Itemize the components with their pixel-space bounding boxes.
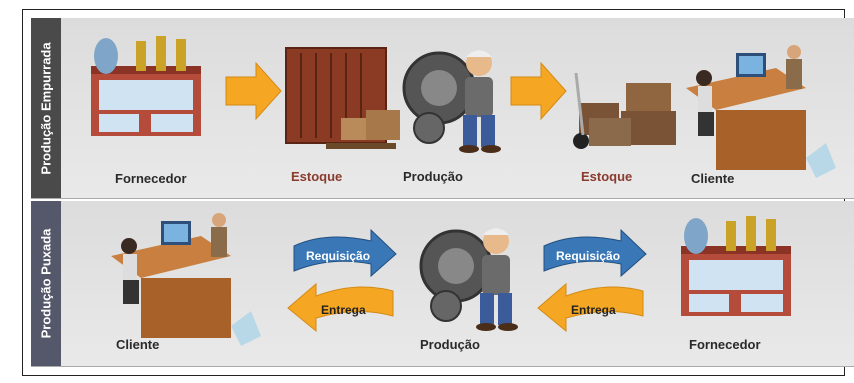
factory-icon xyxy=(681,216,791,316)
request-label-left: Requisição xyxy=(306,249,370,263)
office-desk-icon xyxy=(111,213,261,346)
worker-gear-icon xyxy=(419,226,520,333)
production-label: Produção xyxy=(420,337,480,352)
client-label: Cliente xyxy=(691,171,735,186)
push-production-side-label: Produção Empurrada xyxy=(31,18,61,198)
stock-label-2: Estoque xyxy=(581,169,633,184)
diagram-frame: Produção Empurrada Fornecedor Estoque Pr… xyxy=(22,9,854,376)
pull-production-side-label: Produção Puxada xyxy=(31,201,61,366)
factory-icon xyxy=(91,36,201,136)
supplier-label: Fornecedor xyxy=(115,171,187,186)
worker-gear-icon xyxy=(402,48,503,155)
request-delivery-arrows: Requisição Entrega xyxy=(537,228,647,333)
container-icon xyxy=(285,47,400,149)
delivery-label-right: Entrega xyxy=(571,303,616,317)
production-label: Produção xyxy=(403,169,463,184)
client-label: Cliente xyxy=(116,337,160,352)
supplier-label: Fornecedor xyxy=(689,337,761,352)
request-label-right: Requisição xyxy=(556,249,620,263)
arrow-right-icon xyxy=(225,62,282,120)
pull-production-row: Produção Puxada Requisição Entrega Requi… xyxy=(31,201,854,367)
arrow-right-icon xyxy=(510,62,567,120)
boxes-cart-icon xyxy=(573,72,676,149)
push-production-row: Produção Empurrada Fornecedor Estoque Pr… xyxy=(31,18,854,199)
request-delivery-arrows: Requisição Entrega xyxy=(287,228,397,333)
stock-label-1: Estoque xyxy=(291,169,343,184)
delivery-label-left: Entrega xyxy=(321,303,366,317)
office-desk-icon xyxy=(686,45,836,178)
